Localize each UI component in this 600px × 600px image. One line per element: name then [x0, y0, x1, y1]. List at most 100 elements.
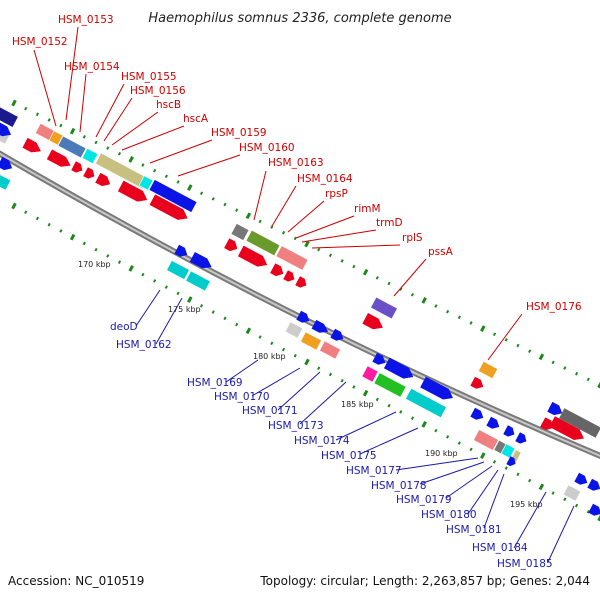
gene-label-hsm-0153[interactable]: HSM_0153: [58, 14, 114, 26]
tick-dot-outer: [362, 268, 369, 276]
tick-dot-outer: [340, 259, 344, 263]
leader-line: [103, 97, 133, 142]
gene-label-hsm-0177[interactable]: HSM_0177: [346, 465, 402, 477]
gene-label-hsm-0152[interactable]: HSM_0152: [12, 36, 68, 48]
reverse-gene-labels: deoD HSM_0162 HSM_0169 HSM_0170 HSM_0171…: [110, 321, 553, 570]
tick-dot-inner: [410, 416, 415, 420]
tick-dot-outer: [410, 292, 415, 297]
tick-dot-inner: [551, 491, 555, 495]
tick-dot-inner: [469, 447, 473, 452]
gene-arrow: [311, 319, 329, 333]
gene-arrow: [574, 472, 588, 485]
tick-dot-outer: [235, 208, 239, 212]
leader-line: [445, 465, 493, 499]
gene-block: [405, 387, 447, 419]
tick-label-190: 190 kbp: [425, 449, 458, 458]
tick-dot-inner: [362, 389, 369, 397]
gene-label-hsm-0170[interactable]: HSM_0170: [214, 391, 270, 403]
tick-dot-inner: [59, 229, 63, 233]
tick-dot-inner: [35, 216, 40, 221]
gene-label-hsm-0169[interactable]: HSM_0169: [187, 377, 243, 389]
gene-arrow: [372, 352, 386, 365]
gene-label-hsm-0174[interactable]: HSM_0174: [294, 435, 350, 447]
gene-label-hsm-0160[interactable]: HSM_0160: [239, 142, 295, 154]
tick-dot-inner: [94, 247, 98, 252]
tick-dot-inner: [304, 358, 310, 366]
gene-label-hsm-0171[interactable]: HSM_0171: [242, 405, 298, 417]
gene-label-hsm-0155[interactable]: HSM_0155: [121, 71, 177, 83]
gene-arrow: [587, 478, 600, 491]
gene-label-trmd[interactable]: trmD: [376, 217, 403, 229]
gene-arrow: [174, 244, 188, 257]
tick-dot-inner: [340, 378, 344, 383]
tick-dot-outer: [82, 135, 86, 139]
gene-label-hsm-0164[interactable]: HSM_0164: [297, 173, 353, 185]
gene-label-hsm-0178[interactable]: HSM_0178: [371, 480, 427, 492]
tick-dot-inner: [586, 509, 590, 514]
leader-line: [277, 371, 321, 411]
tick-dot-outer: [516, 343, 520, 348]
tick-dot-inner: [82, 241, 86, 246]
tick-dot-outer: [597, 381, 600, 389]
gene-label-hsm-0162[interactable]: HSM_0162: [116, 339, 172, 351]
gene-label-hsm-0173[interactable]: HSM_0173: [268, 420, 324, 432]
gene-block: [284, 321, 304, 339]
gene-block: [138, 175, 154, 191]
gene-block: [245, 229, 281, 257]
tick-dot-inner: [563, 497, 567, 502]
tick-dot-inner: [387, 403, 391, 408]
tick-dot-outer: [69, 127, 76, 135]
tick-dot-outer: [11, 99, 17, 107]
tick-dot-inner: [235, 322, 239, 327]
gene-label-hsm-0163[interactable]: HSM_0163: [268, 157, 324, 169]
gene-block: [373, 372, 407, 398]
tick-dot-outer: [586, 377, 590, 382]
tick-dot-outer: [176, 180, 180, 184]
gene-label-rpsp[interactable]: rpsP: [325, 188, 348, 200]
gene-label-deod[interactable]: deoD: [110, 321, 138, 333]
gene-block: [185, 270, 211, 292]
gene-block: [0, 173, 12, 191]
gene-arrow: [515, 432, 527, 444]
gene-label-hsm-0185[interactable]: HSM_0185: [497, 558, 553, 570]
gene-label-hsm-0184[interactable]: HSM_0184: [472, 542, 528, 554]
leader-line: [359, 427, 419, 455]
gene-label-hsca[interactable]: hscA: [183, 113, 209, 125]
gene-block: [166, 260, 190, 280]
gene-label-hsm-0175[interactable]: HSM_0175: [321, 450, 377, 462]
gene-arrow: [224, 238, 238, 252]
gene-arrow: [149, 194, 188, 220]
gene-label-hsm-0176[interactable]: HSM_0176: [526, 301, 582, 313]
tick-dot-inner: [504, 466, 508, 470]
gene-label-hsm-0181[interactable]: HSM_0181: [446, 524, 502, 536]
gene-block: [300, 331, 322, 351]
gene-arrow: [549, 416, 584, 440]
gene-arrow: [0, 156, 13, 171]
gene-label-hsm-0154[interactable]: HSM_0154: [64, 61, 120, 73]
tick-dot-inner: [199, 304, 204, 308]
gene-label-rpls[interactable]: rplS: [402, 232, 423, 244]
tick-dot-outer: [375, 276, 379, 280]
tick-dot-outer: [421, 297, 427, 304]
gene-arrow: [189, 251, 212, 269]
tick-label-185: 185 kbp: [341, 400, 374, 409]
leader-line: [301, 229, 377, 243]
gene-label-hsm-0156[interactable]: HSM_0156: [130, 85, 186, 97]
gene-arrow: [547, 401, 563, 416]
tick-dot-inner: [24, 210, 28, 215]
gene-label-rimm[interactable]: rimM: [354, 203, 381, 215]
gene-label-hsm-0180[interactable]: HSM_0180: [421, 509, 477, 521]
leader-line: [335, 411, 397, 441]
tick-dot-outer: [563, 366, 567, 370]
tick-dot-inner: [457, 441, 461, 445]
gene-label-hsm-0179[interactable]: HSM_0179: [396, 494, 452, 506]
leader-line: [487, 313, 523, 361]
tick-dot-inner: [153, 279, 157, 283]
gene-label-hscb[interactable]: hscB: [156, 99, 181, 111]
tick-dot-inner: [47, 222, 51, 227]
gene-block: [370, 296, 398, 320]
gene-label-hsm-0159[interactable]: HSM_0159: [211, 127, 267, 139]
tick-dot-inner: [328, 372, 333, 377]
gene-label-pssa[interactable]: pssA: [428, 246, 454, 258]
tick-dot-outer: [281, 230, 286, 235]
